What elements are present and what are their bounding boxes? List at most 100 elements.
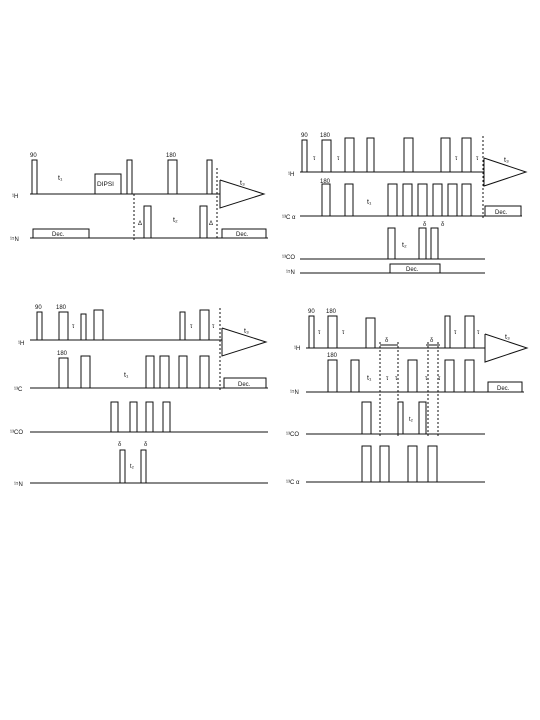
pulse-180 bbox=[461, 137, 472, 173]
pulse-180 bbox=[379, 445, 390, 483]
decoupling-block bbox=[223, 377, 267, 389]
pulse-180 bbox=[344, 183, 354, 217]
pulse-180 bbox=[129, 401, 138, 433]
pulse-180 bbox=[140, 449, 147, 484]
pulse-90 bbox=[301, 139, 308, 173]
acquisition-label: t₃ bbox=[240, 180, 245, 187]
channel-label-13c: ¹³C bbox=[14, 387, 23, 393]
dec-label: Dec. bbox=[52, 232, 65, 238]
pulse-90 bbox=[321, 183, 331, 217]
channel-label-13co: ¹³CO bbox=[282, 255, 295, 261]
pulse-90 bbox=[80, 313, 87, 341]
pulse-180 bbox=[344, 137, 355, 173]
channel-label-13co: ¹³CO bbox=[10, 430, 23, 436]
pulse-block bbox=[94, 173, 122, 195]
pulse-90 bbox=[36, 311, 43, 341]
acquisition-label: t₃ bbox=[504, 157, 509, 164]
pulse-label-180: 180 bbox=[56, 305, 67, 311]
pulse-label-180: 180 bbox=[327, 353, 338, 359]
dec-label: Dec. bbox=[406, 267, 419, 273]
pulse-180 bbox=[464, 315, 475, 349]
pulse-180 bbox=[440, 137, 451, 173]
pulse-180 bbox=[464, 359, 475, 393]
pulse-90 bbox=[119, 449, 126, 484]
delay-label: t₁ bbox=[367, 199, 372, 206]
decoupling-block bbox=[221, 228, 267, 239]
delay-label: t₁ bbox=[58, 175, 63, 182]
pulse-180 bbox=[418, 401, 427, 435]
pulse-180 bbox=[80, 355, 91, 389]
delay-label: τ bbox=[455, 156, 458, 162]
dec-label: Dec. bbox=[236, 232, 249, 238]
panel-a: ¹H ¹⁵N 90 180 DIPSI t₁ t₃ Δ t₂ Δ Dec. De… bbox=[10, 153, 268, 243]
delay-label: Δ bbox=[138, 221, 142, 227]
pulse-180 bbox=[167, 159, 178, 195]
pulse-label-90: 90 bbox=[301, 133, 308, 139]
pulse-180 bbox=[444, 359, 455, 393]
delay-label: τ bbox=[454, 330, 457, 336]
pulse-180 bbox=[199, 205, 208, 239]
pulse-label-180: 180 bbox=[326, 309, 337, 315]
acquisition-label: t₃ bbox=[505, 334, 510, 341]
delay-label: δ bbox=[441, 222, 445, 228]
delay-label: δ bbox=[430, 338, 434, 344]
delay-label: t₁ bbox=[367, 375, 372, 382]
delay-label: t₂ bbox=[173, 217, 178, 224]
panel-c: ¹H ¹³C ¹³CO ¹⁵N 90 180 τ τ τ t₃ 180 t₁ D… bbox=[10, 305, 268, 488]
pulse-90 bbox=[31, 159, 38, 195]
pulse-180 bbox=[387, 227, 396, 260]
pulse-90 bbox=[403, 137, 414, 173]
pulse-180 bbox=[361, 401, 372, 435]
delay-label: t₁ bbox=[124, 372, 129, 379]
delay-label: Δ bbox=[209, 221, 213, 227]
pulse-90 bbox=[365, 317, 376, 349]
delay-label: τ bbox=[438, 376, 441, 382]
delay-label: δ bbox=[118, 442, 122, 448]
pulse-180 bbox=[143, 205, 152, 239]
delay-label: t₂ bbox=[402, 242, 407, 249]
acquisition-fid bbox=[484, 333, 529, 363]
pulse-180 bbox=[447, 183, 458, 217]
channel-label-1h: ¹H bbox=[18, 341, 24, 347]
pulse-180 bbox=[432, 183, 443, 217]
pulse-180 bbox=[145, 355, 155, 389]
channel-label-1h: ¹H bbox=[294, 346, 300, 352]
delay-label: τ bbox=[342, 330, 345, 336]
pulse-180 bbox=[178, 355, 188, 389]
pulse-180 bbox=[407, 445, 418, 483]
pulse-180 bbox=[361, 445, 372, 483]
acquisition-fid bbox=[221, 327, 268, 357]
dec-label: Dec. bbox=[238, 382, 251, 388]
pulse-90 bbox=[206, 159, 213, 195]
delay-label: δ bbox=[144, 442, 148, 448]
mixing-label: DIPSI bbox=[97, 181, 114, 188]
pulse-label-90: 90 bbox=[35, 305, 42, 311]
channel-label-1h: ¹H bbox=[12, 194, 18, 200]
pulse-label-90: 90 bbox=[308, 309, 315, 315]
pulse-180 bbox=[159, 355, 170, 389]
delay-label: δ bbox=[423, 222, 427, 228]
pulse-180 bbox=[427, 445, 438, 483]
pulse-90 bbox=[58, 357, 69, 389]
pulse-90 bbox=[327, 359, 338, 393]
pulse-90 bbox=[444, 315, 451, 349]
pulse-90 bbox=[308, 315, 315, 349]
panel-b: ¹H ¹³C α ¹³CO ¹⁵N 90 180 180 τ τ τ τ t₃ … bbox=[282, 133, 528, 276]
pulse-180 bbox=[430, 227, 439, 260]
delay-label: τ bbox=[190, 324, 193, 330]
delay-label: τ bbox=[318, 330, 321, 336]
pulse-180 bbox=[199, 309, 210, 341]
decoupling-block bbox=[32, 228, 90, 239]
channel-label-13co: ¹³CO bbox=[286, 432, 299, 438]
dec-label: Dec. bbox=[497, 386, 510, 392]
pulse-90 bbox=[179, 311, 186, 341]
pulse-180 bbox=[162, 401, 171, 433]
pulse-label-180: 180 bbox=[320, 133, 331, 139]
delay-label: τ bbox=[477, 330, 480, 336]
dec-label: Dec. bbox=[495, 210, 508, 216]
pulse-label-180: 180 bbox=[57, 351, 68, 357]
channel-label-15n: ¹⁵N bbox=[290, 389, 299, 396]
delay-label: τ bbox=[395, 376, 398, 382]
delay-label: τ bbox=[425, 376, 428, 382]
